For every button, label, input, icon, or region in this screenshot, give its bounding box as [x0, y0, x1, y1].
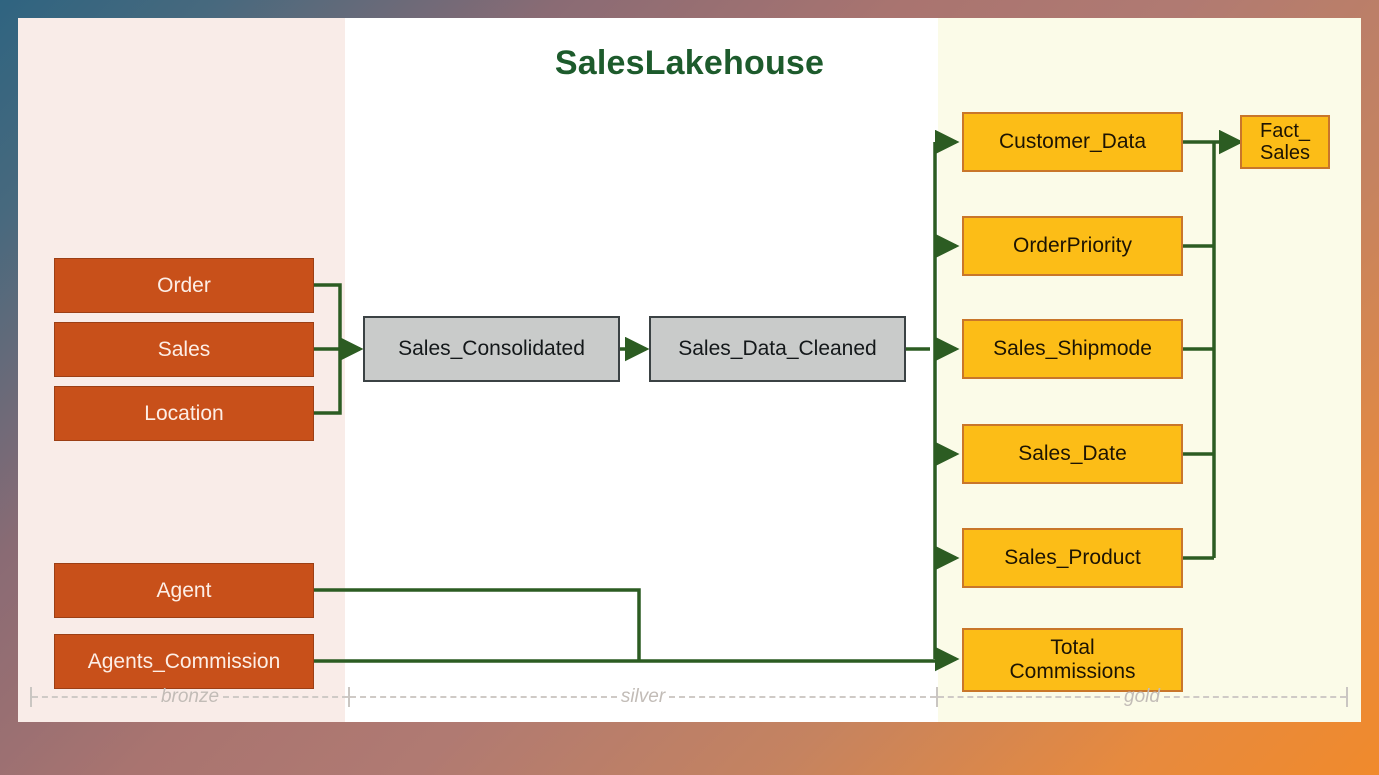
node-label: Agent [156, 578, 212, 602]
node-orderpriority[interactable]: OrderPriority [962, 216, 1183, 276]
node-label-line2: Commissions [1009, 660, 1136, 683]
node-sales-product[interactable]: Sales_Product [962, 528, 1183, 588]
layer-label-gold: gold [1124, 686, 1160, 707]
node-label: Order [157, 273, 211, 297]
ruler-dashes-right [669, 696, 936, 698]
ruler-dashes-left [350, 696, 617, 698]
node-location[interactable]: Location [54, 386, 314, 441]
ruler-tick-right [936, 687, 938, 707]
node-agents-commission[interactable]: Agents_Commission [54, 634, 314, 689]
node-label-line1: Fact_ [1259, 119, 1311, 142]
node-fact-sales[interactable]: Fact_ Sales [1240, 115, 1330, 169]
ruler-tick-right [1346, 687, 1349, 707]
layer-ruler-bronze: bronze [30, 686, 351, 708]
node-sales-shipmode[interactable]: Sales_Shipmode [962, 319, 1183, 379]
node-label: Sales [157, 337, 211, 361]
node-label: Agents_Commission [87, 649, 281, 673]
node-label: Sales_Product [1004, 546, 1141, 570]
layer-label-silver: silver [620, 686, 666, 707]
node-label: Sales_Data_Cleaned [678, 337, 877, 361]
node-label: OrderPriority [1012, 234, 1133, 258]
node-label: Customer_Data [998, 130, 1147, 154]
node-sales-date[interactable]: Sales_Date [962, 424, 1183, 484]
node-label: Sales_Date [1018, 442, 1127, 466]
ruler-tick-right [348, 687, 351, 707]
layer-ruler-gold: gold [938, 686, 1349, 708]
node-customer-data[interactable]: Customer_Data [962, 112, 1183, 172]
layer-label-bronze: bronze [160, 686, 220, 707]
lakehouse-diagram: SalesLakehouse [18, 18, 1361, 722]
node-agent[interactable]: Agent [54, 563, 314, 618]
node-label-line2: Sales [1259, 142, 1311, 164]
ruler-dashes-right [1163, 696, 1347, 698]
node-label: Sales_Shipmode [993, 337, 1152, 361]
ruler-dashes-right [223, 696, 349, 698]
node-total-commissions[interactable]: Total Commissions [962, 628, 1183, 692]
page-title: SalesLakehouse [554, 44, 825, 82]
node-label-line1: Total [1050, 636, 1095, 660]
node-label: Location [144, 401, 224, 425]
layer-ruler-silver: silver [350, 686, 938, 708]
node-sales-data-cleaned[interactable]: Sales_Data_Cleaned [649, 316, 906, 382]
ruler-tick-left [30, 687, 32, 707]
ruler-dashes-left [938, 696, 1121, 698]
node-order[interactable]: Order [54, 258, 314, 313]
node-sales-consolidated[interactable]: Sales_Consolidated [363, 316, 620, 382]
node-label: Sales_Consolidated [398, 337, 585, 361]
ruler-dashes-left [32, 696, 157, 698]
node-sales[interactable]: Sales [54, 322, 314, 377]
